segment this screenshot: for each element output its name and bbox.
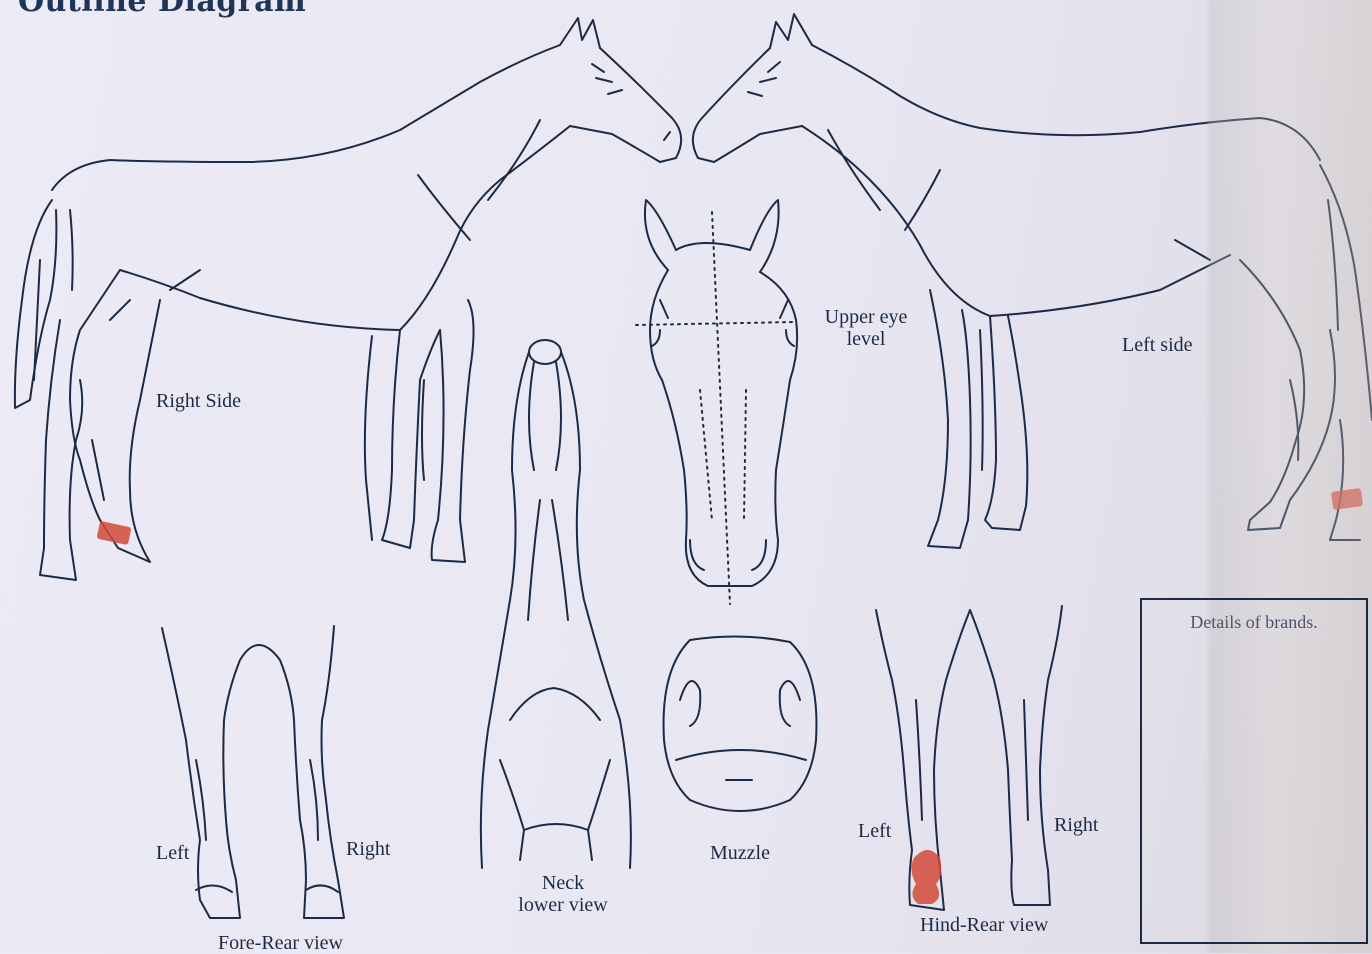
label-fore-left: Left [156, 842, 189, 864]
label-upper-eye-line1: Upper eye [816, 306, 916, 328]
marking-right-side [96, 521, 131, 545]
horse-right-side [15, 18, 681, 580]
head-centre-line [712, 212, 730, 604]
marking-left-side [1331, 488, 1363, 510]
brand-details-box: Details of brands. [1140, 598, 1368, 944]
marking-hind-left [911, 850, 941, 904]
label-neck-line1: Neck [508, 872, 618, 894]
head-front-view [645, 200, 797, 586]
label-left-side: Left side [1122, 334, 1193, 356]
label-fore-right: Right [346, 838, 390, 860]
hind-rear-view [876, 606, 1062, 910]
label-upper-eye-line2: level [816, 328, 916, 350]
label-right-side: Right Side [156, 390, 241, 412]
fore-rear-view [162, 626, 344, 918]
neck-lower-view [481, 340, 631, 868]
label-muzzle: Muzzle [710, 842, 770, 864]
face-marking-lines [700, 390, 746, 520]
label-hind-right: Right [1054, 814, 1098, 836]
label-neck-line2: lower view [508, 894, 618, 916]
label-fore-rear-view: Fore-Rear view [218, 932, 343, 954]
label-hind-left: Left [858, 820, 891, 842]
horse-left-side [693, 14, 1372, 548]
muzzle-view [664, 636, 817, 811]
label-upper-eye-level: Upper eye level [816, 306, 916, 350]
label-neck-lower-view: Neck lower view [508, 872, 618, 916]
label-hind-rear-view: Hind-Rear view [920, 914, 1048, 936]
upper-eye-level-line [636, 322, 794, 325]
brand-details-title: Details of brands. [1142, 612, 1366, 633]
